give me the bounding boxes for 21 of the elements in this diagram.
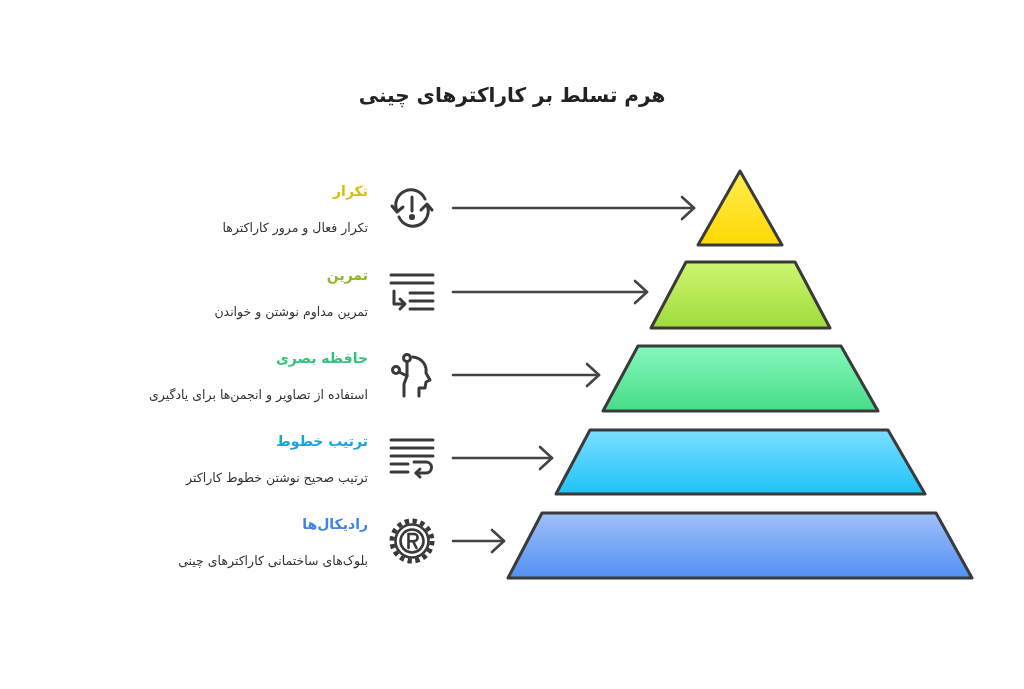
pyramid-tier [553,427,928,497]
title: هرم تسلط بر کاراکترهای چینی [358,82,666,110]
tier-description: استفاده از تصاویر و انجمن‌ها برای یادگیری [149,386,368,405]
tier-heading: تکرار [333,182,368,201]
tier-description: تکرار فعال و مرور کاراکترها [222,219,368,238]
tier-description: بلوک‌های ساختمانی کاراکترهای چینی [178,552,368,571]
arrow [451,195,696,221]
tier-heading: ترتیب خطوط [276,432,368,451]
pyramid-tier [505,510,975,581]
pyramid-tier [600,343,881,414]
tier-heading: حافظه بصری [275,349,368,368]
tier-description: ترتیب صحیح نوشتن خطوط کاراکتر [186,469,368,488]
tier-description: تمرین مداوم نوشتن و خواندن [214,303,368,322]
arrow [451,279,649,305]
arrow [451,528,506,554]
tier-heading: رادیکال‌ها [302,515,368,534]
tier-heading: تمرین [326,266,368,285]
arrow [451,362,601,388]
pyramid-top [695,168,785,248]
pyramid-tier [648,259,833,331]
arrow [451,445,554,471]
